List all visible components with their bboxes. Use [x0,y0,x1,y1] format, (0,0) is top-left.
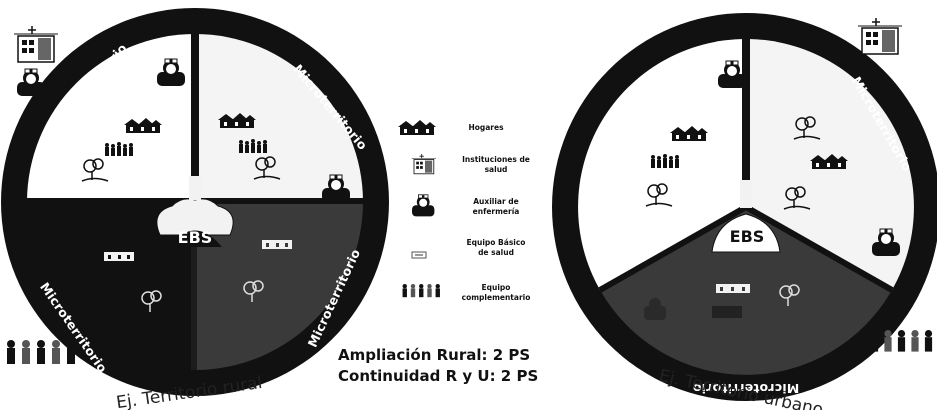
complementary-team-icon [402,284,440,298]
nurse-icon [16,68,46,97]
summary-continuity: Continuidad R y U: 2 PS [338,367,538,385]
urban-ebs-hub: EBS [711,180,781,253]
complementary-team-icon [870,330,933,352]
rural-territory-circle: Microterritorio Microterritorio Microter… [1,8,389,396]
urban-territory-circle: Microterritorio Microterritorio Microter… [552,13,937,401]
ebs-team-icon [411,251,427,259]
rural-sector-top-left [27,34,195,202]
legend: Hogares Instituciones de salud Auxiliar … [398,120,530,302]
people-icon [712,306,742,318]
houses-icon [398,120,436,135]
urban-ebs-label: EBS [730,227,765,246]
health-institution-icon [13,25,59,63]
tree-icon [779,284,800,306]
legend-label-ebs-line2: de salud [478,248,514,257]
legend-label-households: Hogares [468,123,504,132]
legend-label-nurse-line2: enfermería [473,207,520,216]
rural-sector-top-right [195,34,363,202]
health-institution-icon [411,153,437,175]
houses-icon [104,252,134,261]
tree-icon [243,280,264,302]
houses-icon [716,284,750,293]
nurse-icon [644,298,666,320]
summary-rural-expansion: Ampliación Rural: 2 PS [338,346,530,364]
rural-ebs-hub: EBS [156,176,234,247]
legend-label-institutions-line2: salud [485,165,508,174]
tree-icon [141,290,162,312]
rural-ebs-label: EBS [178,228,213,247]
legend-label-ebs: Equipo Básico [467,238,526,247]
health-institution-icon [857,17,903,55]
rural-sector-bottom-right [195,202,363,370]
urban-microterritory-label-bottom: Microterritorio [693,381,800,396]
urban-sector-left [578,39,746,290]
legend-label-complementary-line2: complementario [462,293,531,302]
rural-sector-bottom-left [27,202,195,370]
complementary-team-icon [7,340,75,364]
legend-label-nurse: Auxiliar de [473,197,519,206]
legend-label-institutions: Instituciones de [462,155,530,164]
nurse-icon [411,194,435,217]
legend-label-complementary: Equipo [482,283,511,292]
houses-icon [262,240,292,249]
